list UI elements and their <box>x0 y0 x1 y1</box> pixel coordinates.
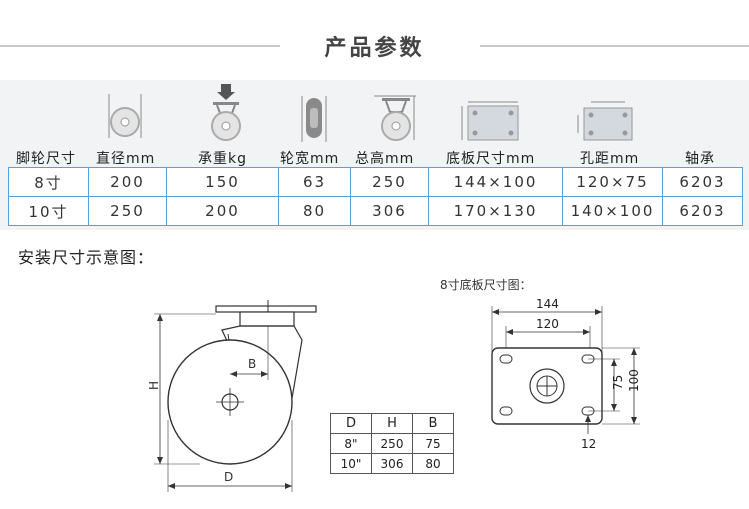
plate-diagram-title: 8寸底板尺寸图： <box>440 278 532 292</box>
table-cell: 75 <box>412 433 454 454</box>
plate-hole-dia-12: 12 <box>581 437 596 451</box>
table-cell: 80 <box>278 196 351 226</box>
table-cell: 170×130 <box>428 196 563 226</box>
base-plate-size-icon <box>461 101 519 141</box>
dimension-table: D H B 8" 250 75 10" 306 80 <box>330 413 454 474</box>
dim-label-d: D <box>224 470 233 484</box>
title-divider-right <box>480 45 749 47</box>
table-cell: 10" <box>330 453 372 474</box>
install-diagram-title: 安装尺寸示意图： <box>18 248 155 267</box>
table-cell: 250 <box>371 433 413 454</box>
plate-hole-width-120: 120 <box>536 317 559 331</box>
table-cell: 140×100 <box>562 196 663 226</box>
table-cell: 8" <box>330 433 372 454</box>
table-cell: 80 <box>412 453 454 474</box>
header-wheel-width: 轮宽mm <box>280 151 340 167</box>
table-cell: 120×75 <box>562 167 663 197</box>
plate-hole-height-75: 75 <box>611 375 625 390</box>
table-cell: 8寸 <box>8 167 89 197</box>
table-row: 10寸 250 200 80 306 170×130 140×100 6203 <box>8 196 743 226</box>
page-title: 产品参数 <box>324 35 425 61</box>
dim-label-b: B <box>248 357 256 371</box>
header-load: 承重kg <box>198 151 247 167</box>
table-cell: 306 <box>350 196 429 226</box>
wheel-diameter-icon <box>108 94 142 138</box>
table-cell: D <box>330 413 372 434</box>
table-cell: 250 <box>88 196 167 226</box>
table-cell: 200 <box>88 167 167 197</box>
table-row: 10" 306 80 <box>330 453 454 474</box>
header-bearing: 轴承 <box>685 151 715 167</box>
table-cell: B <box>412 413 454 434</box>
spec-table: 8寸 200 150 63 250 144×100 120×75 6203 10… <box>8 167 743 226</box>
load-capacity-icon <box>211 84 241 141</box>
header-diameter: 直径mm <box>96 151 156 167</box>
base-plate-diagram: 144 120 75 100 12 <box>491 297 641 451</box>
plate-width-144: 144 <box>536 297 559 311</box>
table-row: 8寸 200 150 63 250 144×100 120×75 6203 <box>8 167 743 197</box>
header-caster-size: 脚轮尺寸 <box>16 151 76 167</box>
plate-height-100: 100 <box>627 369 641 392</box>
header-hole-spacing: 孔距mm <box>580 151 640 167</box>
table-row: D H B <box>330 413 454 434</box>
hole-spacing-icon <box>577 101 633 141</box>
table-cell: 306 <box>371 453 413 474</box>
caster-side-diagram: H B D <box>147 300 317 492</box>
table-cell: 250 <box>350 167 429 197</box>
header-plate-size: 底板尺寸mm <box>446 151 536 167</box>
wheel-width-icon <box>301 96 327 142</box>
table-cell: 10寸 <box>8 196 89 226</box>
table-cell: 6203 <box>662 196 743 226</box>
table-cell: 200 <box>166 196 279 226</box>
table-cell: 150 <box>166 167 279 197</box>
table-cell: H <box>371 413 413 434</box>
table-cell: 144×100 <box>428 167 563 197</box>
title-divider-left <box>0 45 280 47</box>
total-height-icon <box>374 95 416 141</box>
dim-label-h: H <box>147 381 161 390</box>
table-cell: 6203 <box>662 167 743 197</box>
table-row: 8" 250 75 <box>330 433 454 454</box>
header-total-height: 总高mm <box>355 151 415 167</box>
table-cell: 63 <box>278 167 351 197</box>
